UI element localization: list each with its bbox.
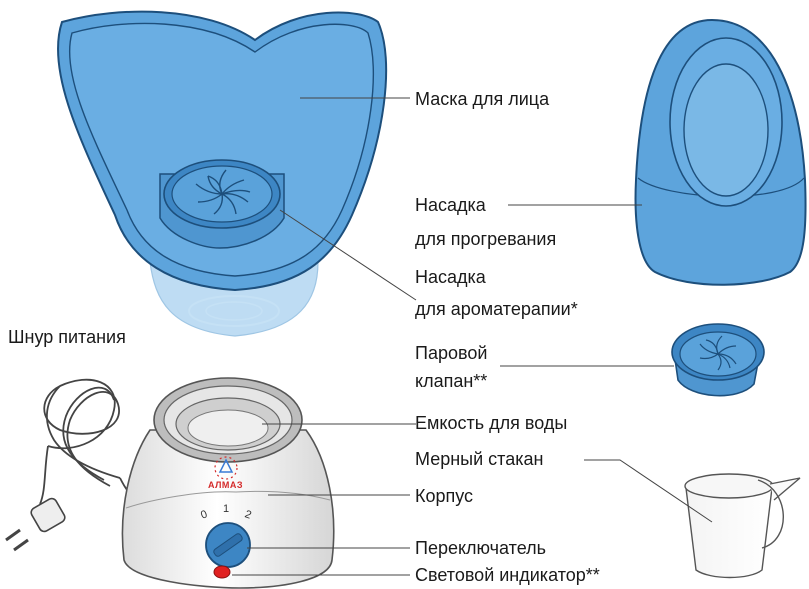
label-face-mask: Маска для лица (415, 88, 549, 110)
label-water-tank: Емкость для воды (415, 412, 567, 434)
plug (6, 497, 67, 550)
label-heating-nozzle-line1: Насадка (415, 194, 486, 216)
indicator-light (214, 566, 230, 578)
label-heating-nozzle-line2: для прогревания (415, 228, 556, 250)
label-switch: Переключатель (415, 537, 546, 559)
label-indicator: Световой индикатор** (415, 564, 600, 586)
label-measuring-cup: Мерный стакан (415, 448, 543, 470)
heating-nozzle (636, 20, 806, 285)
label-aroma-nozzle-line2: для ароматерапии* (415, 298, 578, 320)
label-aroma-nozzle-line1: Насадка (415, 266, 486, 288)
measuring-cup (685, 474, 800, 578)
label-power-cord: Шнур питания (8, 326, 126, 348)
face-mask (58, 12, 386, 336)
dial-mark-1: 1 (223, 503, 229, 515)
steam-valve (672, 324, 764, 396)
aroma-insert (160, 160, 284, 248)
power-cord (40, 380, 132, 504)
label-body: Корпус (415, 485, 473, 507)
label-steam-valve-line1: Паровой (415, 342, 487, 364)
label-steam-valve-line2: клапан** (415, 370, 487, 392)
brand-logo-text: АЛМАЗ (208, 480, 243, 490)
